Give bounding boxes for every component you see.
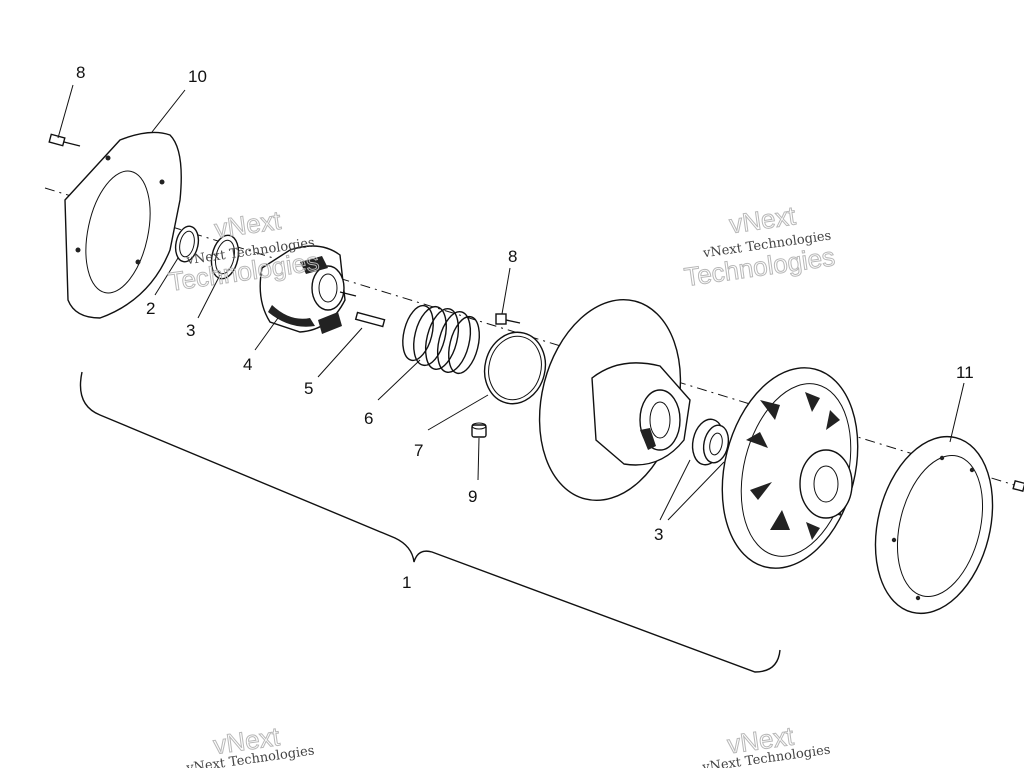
callout-6: 6	[364, 409, 373, 428]
assembly-bracket	[79, 371, 781, 673]
watermark-bottom-left: vNext vNext Technologies	[184, 721, 315, 773]
part-7-ring	[483, 331, 547, 405]
callout-5: 5	[304, 379, 313, 398]
part-3-bearing-right	[691, 418, 730, 466]
part-4-cam	[259, 245, 357, 334]
part-11-cover-plate	[874, 435, 994, 615]
callout-9: 9	[468, 487, 477, 506]
part-9-bushing	[471, 422, 487, 438]
bolt-right-edge	[1012, 479, 1024, 493]
callout-8-left: 8	[76, 63, 85, 82]
part-8-bolt-left	[48, 133, 81, 147]
watermark-bottom-right: vNext vNext Technologies	[700, 720, 831, 773]
part-10-plate	[64, 131, 182, 319]
watermark-right-brand1: vNext	[727, 200, 798, 239]
part-5-pin	[354, 311, 386, 328]
moveable-sheave	[721, 367, 859, 569]
callout-10: 10	[188, 67, 207, 86]
callout-8-center: 8	[508, 247, 517, 266]
part-2-snap-ring	[174, 225, 200, 263]
callout-3-left: 3	[186, 321, 195, 340]
part-6-spring	[402, 304, 480, 375]
part-8-bolt-center	[495, 313, 521, 325]
part-3-washer-left	[210, 234, 240, 280]
callout-4: 4	[243, 355, 252, 374]
stationary-sheave	[538, 298, 691, 502]
callout-11: 11	[956, 363, 974, 382]
leader-lines	[57, 84, 965, 521]
watermark-right: vNext Technologies vNext Technologies	[682, 200, 837, 293]
watermark-center-brand1: vNext	[213, 205, 284, 244]
callout-7: 7	[414, 441, 423, 460]
callout-3-right: 3	[654, 525, 663, 544]
callout-1: 1	[402, 573, 411, 592]
callout-2: 2	[146, 299, 155, 318]
